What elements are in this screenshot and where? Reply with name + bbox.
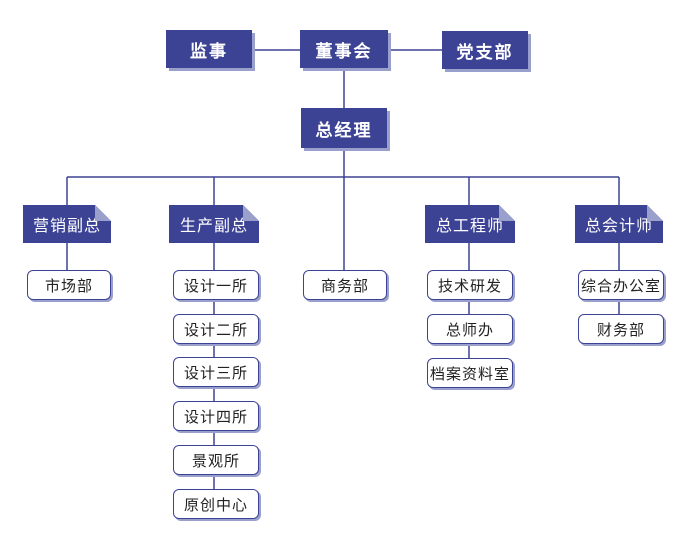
chief-accountant-box: 总会计师	[575, 205, 663, 243]
supervision-box: 监事	[166, 30, 252, 68]
vp-production-box: 生产副总	[169, 205, 259, 243]
dept-design-1: 设计一所	[173, 270, 259, 300]
gm-box: 总经理	[301, 108, 387, 148]
dept-landscape: 景观所	[173, 445, 259, 475]
dept-original: 原创中心	[173, 489, 259, 519]
dept-chief-engineer-office: 总师办	[427, 314, 513, 344]
dept-general-office: 综合办公室	[578, 270, 664, 300]
dept-business: 商务部	[303, 270, 387, 300]
party-box: 党支部	[442, 31, 528, 69]
dept-design-3: 设计三所	[173, 357, 259, 387]
dept-market: 市场部	[27, 270, 111, 300]
board-box: 董事会	[300, 30, 388, 68]
dept-design-2: 设计二所	[173, 314, 259, 344]
dept-finance: 财务部	[578, 314, 664, 344]
dept-archives: 档案资料室	[427, 358, 513, 388]
dept-design-4: 设计四所	[173, 401, 259, 431]
dept-tech-rd: 技术研发	[427, 270, 513, 300]
